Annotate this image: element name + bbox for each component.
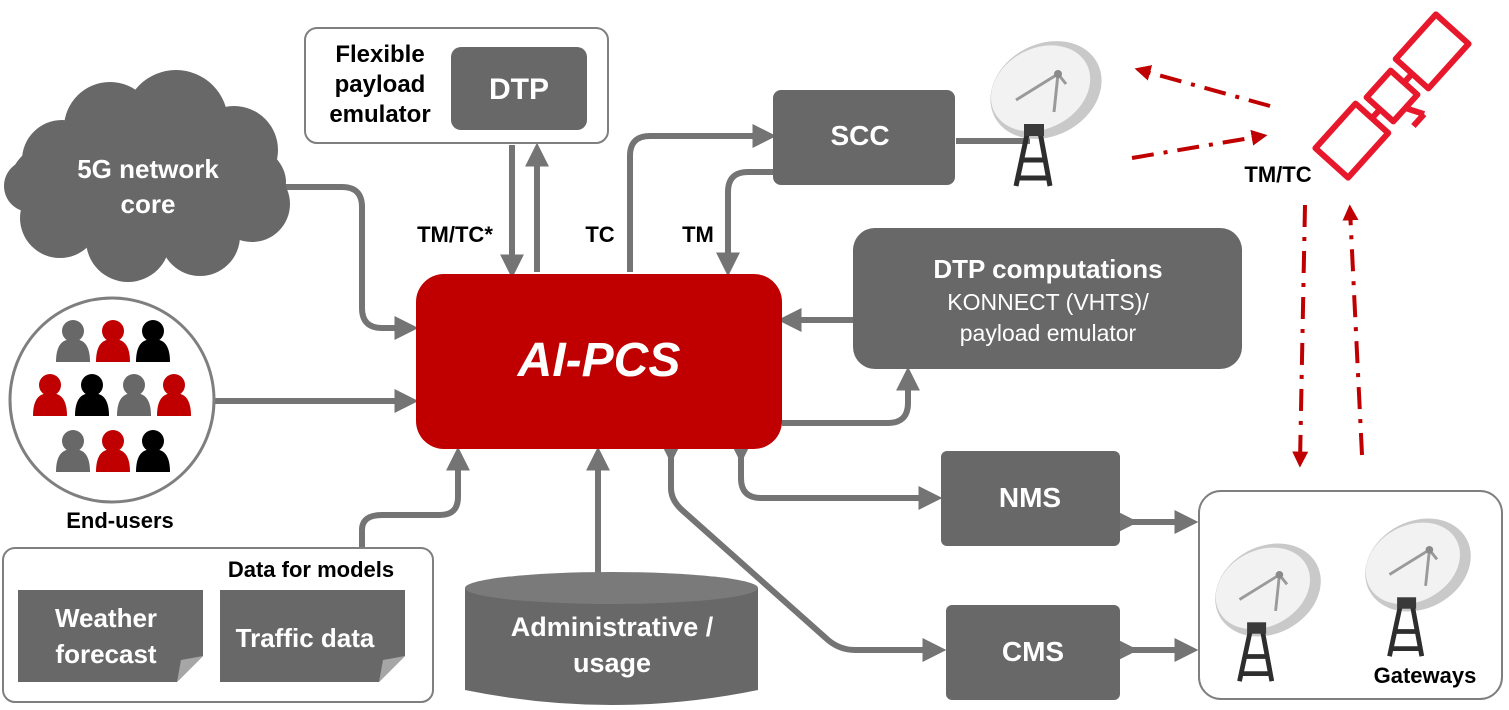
nms-label: NMS [999,482,1061,513]
satellite-icon [1312,11,1472,181]
dtp-computations-title: DTP computations [933,254,1162,284]
link-gateways-to-satellite [1342,204,1364,456]
connectors [215,124,1199,662]
network-core-cloud: 5G network core [4,70,290,282]
cms-label: CMS [1002,636,1064,667]
scc-label: SCC [830,120,889,151]
traffic-data-document [220,590,405,682]
connector-scc-tm-to-aipcs [716,169,773,277]
gateways-panel: Gateways [1199,490,1503,700]
edge-label-tm: TM [682,222,714,247]
ai-pcs-label: AI-PCS [517,334,681,387]
weather-forecast-line2: forecast [55,639,156,669]
emulator-label-line1: Flexible [335,41,424,68]
data-for-models-label: Data for models [228,557,394,582]
weather-forecast-line1: Weather [55,603,157,633]
satellite-links [1131,65,1364,468]
dtp-label: DTP [489,73,549,106]
network-core-label-line2: core [121,189,176,219]
scc-box: SCC [773,90,955,185]
end-users-group: End-users [8,296,216,533]
emulator-label-line3: emulator [329,101,430,128]
edge-label-tmtc-star: TM/TC* [417,222,493,247]
connector-aipcs-to-dtp-computations [782,366,920,426]
connector-aipcs-cms [659,439,947,662]
satellite-dish-icon [973,22,1119,186]
cms-box: CMS [946,605,1120,700]
gateways-label: Gateways [1374,663,1477,688]
connector-aipcs-nms [729,439,943,510]
dtp-computations-box: DTP computations KONNECT (VHTS)/ payload… [853,228,1242,369]
flexible-payload-emulator-panel: Flexible payload emulator DTP [304,27,609,144]
end-users-label: End-users [66,508,174,533]
admin-label-line1: Administrative / [511,612,714,642]
dtp-computations-line2: payload emulator [960,320,1137,346]
nms-box: NMS [941,451,1120,546]
dtp-computations-line1: KONNECT (VHTS)/ [947,289,1149,315]
link-satellite-to-scc-antenna [1134,65,1271,108]
data-for-models-panel: Data for models Weather forecast Traffic… [2,547,434,703]
administrative-usage-database: Administrative / usage [465,572,758,705]
connector-network-core-to-aipcs [285,184,419,340]
traffic-data-label: Traffic data [236,623,375,653]
ai-pcs-core: AI-PCS [416,274,782,449]
emulator-label-line2: payload [335,71,426,98]
edge-label-tmtc: TM/TC [1244,162,1311,187]
network-core-label-line1: 5G network [77,154,219,184]
edge-label-tc: TC [585,222,614,247]
connector-data-models-to-aipcs [359,446,470,548]
connector-aipcs-tc-to-scc [627,124,777,272]
weather-forecast-document [18,590,203,682]
link-satellite-to-gateways [1292,204,1309,468]
link-scc-antenna-to-satellite [1131,129,1268,160]
admin-label-line2: usage [573,648,651,678]
dtp-box [451,47,587,130]
